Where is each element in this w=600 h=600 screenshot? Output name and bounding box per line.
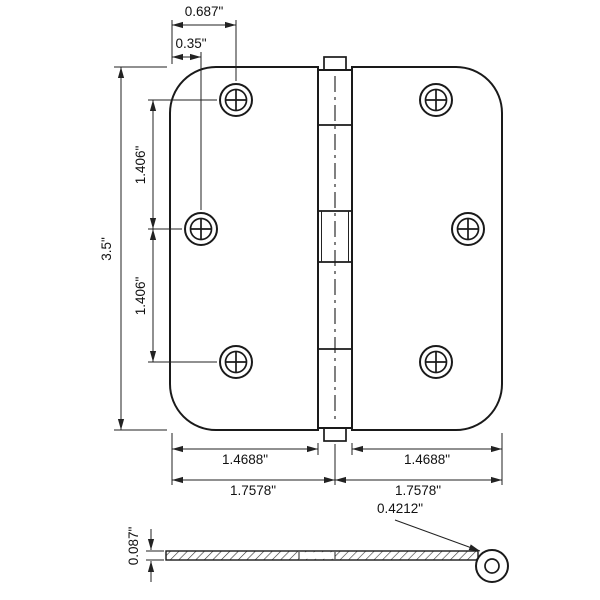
dim-label-knuckle-diameter: 0.4212" — [377, 501, 423, 516]
dim-label-height: 3.5" — [99, 237, 114, 261]
dim-label-leaf-flat-right: 1.4688" — [404, 452, 450, 467]
dim-label-leaf-flat-left: 1.4688" — [222, 452, 268, 467]
pin-cap-top — [323, 56, 347, 71]
screw-holes — [184, 83, 485, 379]
knuckle-curl-inner — [484, 558, 500, 574]
dim-label-hole-pitch-lower: 1.406" — [133, 277, 148, 316]
screw-hole — [419, 83, 453, 117]
leaf-section-break — [299, 552, 335, 559]
thickness-dimension — [146, 529, 164, 582]
knuckle-leader-line — [394, 519, 481, 552]
screw-hole — [184, 212, 218, 246]
pin-cap-bottom — [323, 427, 347, 442]
screw-hole — [419, 345, 453, 379]
dim-label-thickness: 0.087" — [126, 527, 141, 566]
hinge-profile-view: 0.087" 0.4212" — [126, 501, 509, 583]
left-leaf — [169, 66, 319, 431]
dim-label-half-width-right: 1.7578" — [395, 483, 441, 498]
screw-hole — [219, 83, 253, 117]
hinge-plan-view: 0.687" 0.35" 3.5" 1.406" 1.406" 1.4688" … — [99, 4, 503, 498]
dim-label-hole-col-offset: 0.687" — [185, 4, 224, 19]
dim-label-hole-mid-offset: 0.35" — [175, 36, 206, 51]
dim-label-half-width-left: 1.7578" — [230, 483, 276, 498]
right-leaf — [351, 66, 503, 431]
screw-hole — [451, 212, 485, 246]
hinge-barrel — [317, 56, 353, 442]
dim-label-hole-pitch-upper: 1.406" — [133, 146, 148, 185]
dimension-lines — [117, 21, 502, 484]
screw-hole — [219, 345, 253, 379]
